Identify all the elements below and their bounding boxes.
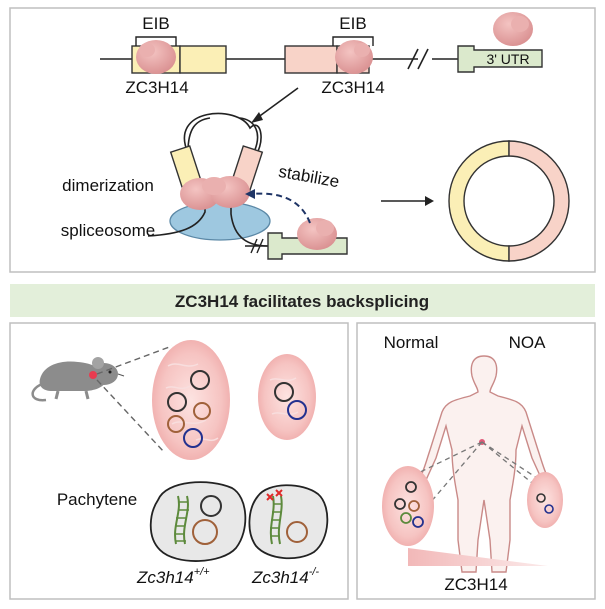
zc3h14-label-left: ZC3H14 [125,78,188,97]
genotype-wt-label: Zc3h14+/+ [136,566,210,587]
zoom-line-top [96,345,173,375]
pachytene-cell-wt [149,481,247,562]
circrna-dot [274,382,294,402]
circrna-dot [536,493,546,503]
arrow-to-loop [251,87,299,123]
zc3h14-dimer [180,176,250,210]
pachytene-label: Pachytene [57,490,137,509]
zc3h14-gradient-wedge [408,548,548,566]
circrna-dot [286,521,308,543]
eib-bracket-left [135,36,177,46]
circrna-dot [192,519,218,545]
utr-label: 3' UTR [486,51,529,67]
break-mark [407,48,419,70]
stabilize-arrow [245,189,311,224]
tissue-normal [382,466,434,546]
circrna-dot [408,500,420,512]
tissue-wt-large [152,340,230,460]
circrna-dot [287,400,307,420]
circrna-ring [448,140,570,262]
break-mark-2 [250,238,258,254]
testis-marker [89,371,97,379]
utr-block [457,45,543,73]
dna-damage-marks [266,489,283,501]
zc3h14-label-right: ZC3H14 [321,78,384,97]
eib-label-right: EIB [339,14,366,33]
zc3h14-protein-right [335,40,373,74]
chromosome-ladder [269,495,283,545]
circrna-dot [167,392,187,412]
circrna-dot [190,370,210,390]
rna-strand-left [147,198,206,237]
circrna-dot [167,415,185,433]
zoom-lines-human [411,441,549,511]
tissue-ko-small [258,354,316,440]
spliceosome-label: spliceosome [61,221,156,240]
circrna-dot [412,516,424,528]
zc3h14-protein-utr [493,12,533,46]
chromosome-ladder [174,495,189,545]
dimerization-label: dimerization [62,176,154,195]
zoom-line-bottom [96,379,165,453]
circrna-dot [544,504,554,514]
spliceosome-shape [169,201,271,241]
circrna-dot [400,512,412,524]
normal-label: Normal [384,333,439,352]
exon-block-left-b [179,45,227,74]
eib-label-left: EIB [142,14,169,33]
tissue-noa [527,472,563,528]
noa-label: NOA [509,333,547,352]
arrow-to-circrna [381,196,434,206]
mouse-icon [31,357,125,402]
zc3h14-protein-left [136,40,176,74]
circrna-dot [193,402,211,420]
exon-block-right-a [284,45,338,74]
banner-title: ZC3H14 facilitates backsplicing [175,292,429,311]
banner-bar [10,284,595,317]
circrna-dot [200,495,222,517]
zc3h14-protein-mid [297,218,337,250]
circrna-dot [394,498,406,510]
gradient-label: ZC3H14 [444,575,507,594]
circrna-dot [183,428,203,448]
eib-bracket-right [332,36,374,46]
genotype-ko-label: Zc3h14-/- [251,566,319,587]
pachytene-cell-ko [248,484,329,560]
circrna-dot [405,481,417,493]
